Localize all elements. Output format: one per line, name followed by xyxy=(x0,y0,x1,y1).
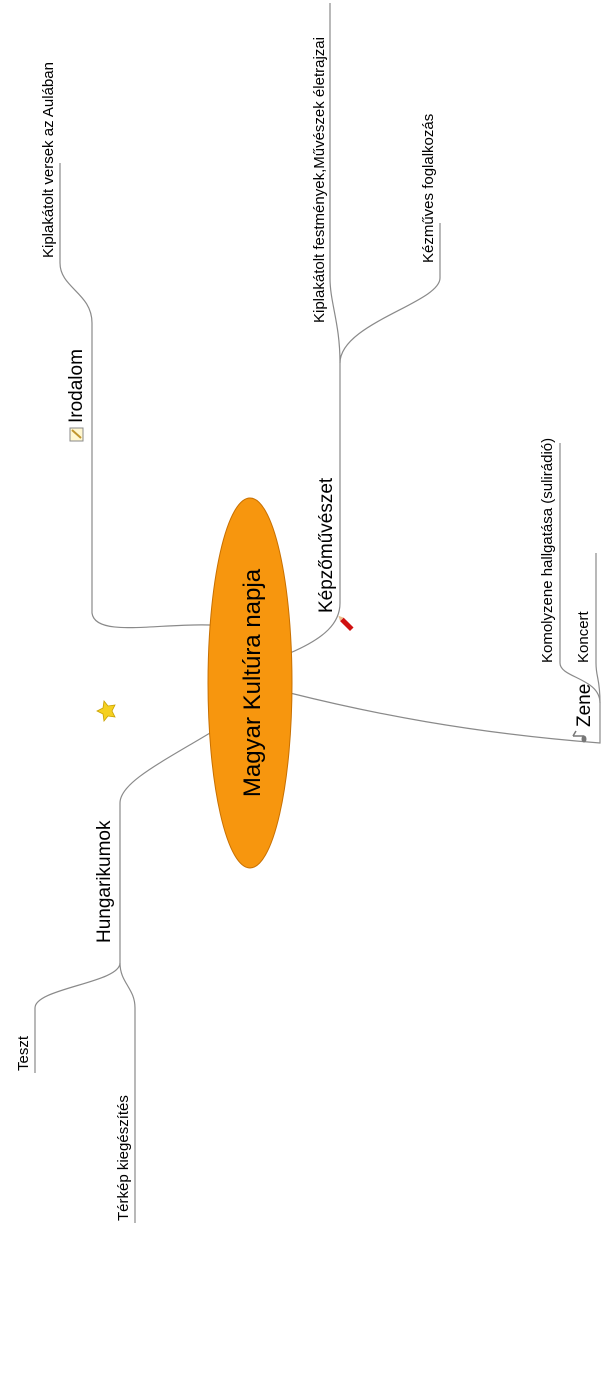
leaf-hung-teszt[interactable]: Teszt xyxy=(15,1035,32,1071)
connector-kepzo-kezmuves xyxy=(339,223,441,364)
connector-kepzo-festmenyek xyxy=(329,3,341,364)
branch-zene-label: Zene xyxy=(574,684,595,727)
leaf-kepzo-kezmuves[interactable]: Kézműves foglalkozás xyxy=(420,114,437,263)
pencil-note-icon xyxy=(69,427,84,442)
leaf-zene-koncert[interactable]: Koncert xyxy=(575,610,592,663)
connector-zene-koncert xyxy=(595,553,601,704)
leaf-zene-komolyzene[interactable]: Komolyzene hallgatása (sulirádió) xyxy=(539,438,556,663)
central-topic-ellipse[interactable] xyxy=(207,497,293,869)
branch-hungarikumok-label: Hungarikumok xyxy=(94,820,115,943)
branch-kepzomuveszet[interactable]: Képzőművészet xyxy=(316,477,354,631)
connector-irodalom xyxy=(91,323,211,629)
leaf-irodalom-versek[interactable]: Kiplakátolt versek az Aulában xyxy=(40,62,57,258)
connector-hung-terkep xyxy=(119,962,136,1223)
connector-zene xyxy=(289,692,601,744)
branch-zene[interactable]: Zene xyxy=(572,684,595,743)
red-pencil-icon xyxy=(338,615,354,631)
star-icon xyxy=(96,700,116,722)
connector-hungarikumok xyxy=(119,732,211,963)
connector-zene-komoly xyxy=(559,443,601,704)
leaf-hung-terkep[interactable]: Térkép kiegészítés xyxy=(115,1095,132,1221)
branch-hungarikumok[interactable]: Hungarikumok xyxy=(94,700,116,943)
branch-irodalom[interactable]: Irodalom xyxy=(66,349,87,442)
branch-irodalom-label: Irodalom xyxy=(66,349,87,423)
branch-kepzomuveszet-label: Képzőművészet xyxy=(316,477,337,613)
connector-hung-teszt xyxy=(34,962,121,1073)
connector-kepzo xyxy=(289,363,341,654)
central-topic-label: Magyar Kultúra napja xyxy=(239,568,266,797)
leaf-kepzo-festmenyek[interactable]: Kiplakátolt festmények,Művészek életrajz… xyxy=(311,37,328,323)
connector-irodalom-versek xyxy=(59,163,93,324)
music-note-icon xyxy=(572,730,587,743)
